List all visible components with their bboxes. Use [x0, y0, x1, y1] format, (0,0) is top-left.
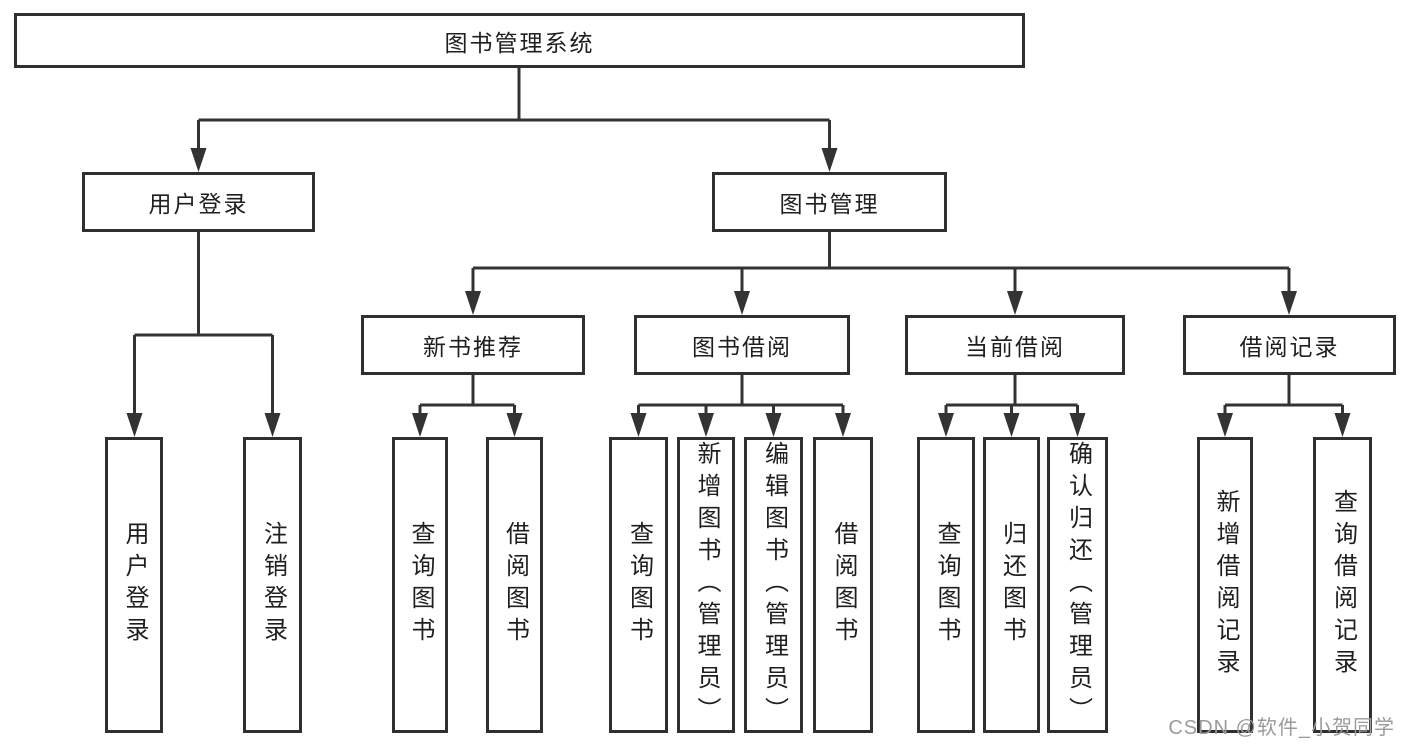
- leaf-confirm-return-admin: 确认归还（管理员）: [1047, 437, 1108, 733]
- connector-new-book-recommendation-children: [412, 375, 523, 437]
- leaf-edit-books-admin: 编辑图书（管理员）: [744, 437, 803, 733]
- node-book-borrowing: 图书借阅: [634, 315, 850, 375]
- leaf-query-books-borrowing-label: 查询图书: [625, 521, 653, 649]
- connector-root-to-level2: [190, 68, 838, 172]
- leaf-user-login-label: 用户登录: [121, 521, 148, 649]
- leaf-borrow-books-borrowing-label: 借阅图书: [830, 521, 857, 649]
- connector-book-borrowing-children: [630, 375, 851, 437]
- leaf-add-books-admin-label: 新增图书（管理员）: [693, 441, 720, 729]
- leaf-borrow-books-recommend: 借阅图书: [486, 437, 543, 733]
- leaf-add-borrow-record-label: 新增借阅记录: [1212, 489, 1239, 681]
- node-current-borrowing: 当前借阅: [905, 315, 1125, 375]
- leaf-query-books-recommend-label: 查询图书: [407, 521, 434, 649]
- leaf-query-books-borrowing: 查询图书: [609, 437, 668, 733]
- leaf-query-borrow-record: 查询借阅记录: [1313, 437, 1372, 733]
- leaf-add-borrow-record: 新增借阅记录: [1197, 437, 1253, 733]
- connector-borrowing-records-children: [1217, 375, 1351, 437]
- connector-book-management-children: [465, 232, 1297, 315]
- leaf-confirm-return-admin-label: 确认归还（管理员）: [1064, 441, 1092, 729]
- leaf-logout-login-label: 注销登录: [259, 521, 287, 649]
- leaf-query-borrow-record-label: 查询借阅记录: [1329, 489, 1357, 681]
- leaf-query-books-current: 查询图书: [917, 437, 975, 733]
- leaf-return-books-label: 归还图书: [998, 521, 1026, 649]
- leaf-borrow-books-borrowing: 借阅图书: [813, 437, 873, 733]
- node-borrowing-records: 借阅记录: [1183, 315, 1396, 375]
- leaf-add-books-admin: 新增图书（管理员）: [677, 437, 735, 733]
- leaf-return-books: 归还图书: [983, 437, 1040, 733]
- csdn-watermark: CSDN @软件_小贺同学: [1168, 717, 1395, 739]
- leaf-borrow-books-recommend-label: 借阅图书: [501, 521, 529, 649]
- node-book-management: 图书管理: [712, 172, 947, 232]
- node-new-book-recommendation: 新书推荐: [361, 315, 585, 375]
- node-user-login: 用户登录: [82, 172, 315, 232]
- leaf-query-books-recommend: 查询图书: [392, 437, 448, 733]
- leaf-query-books-current-label: 查询图书: [933, 521, 960, 649]
- connector-user-login-children: [126, 232, 281, 437]
- node-library-management-system: 图书管理系统: [14, 13, 1025, 68]
- leaf-user-login: 用户登录: [105, 437, 163, 733]
- connector-current-borrowing-children: [938, 375, 1086, 437]
- leaf-logout-login: 注销登录: [243, 437, 302, 733]
- leaf-edit-books-admin-label: 编辑图书（管理员）: [760, 441, 788, 729]
